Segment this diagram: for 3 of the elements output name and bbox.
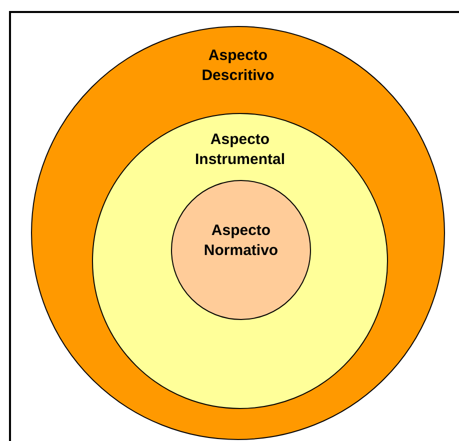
circle-label: Aspecto Instrumental	[194, 130, 286, 170]
circle-label: Aspecto Normativo	[202, 221, 280, 261]
circle-label: Aspecto Descritivo	[200, 46, 276, 86]
